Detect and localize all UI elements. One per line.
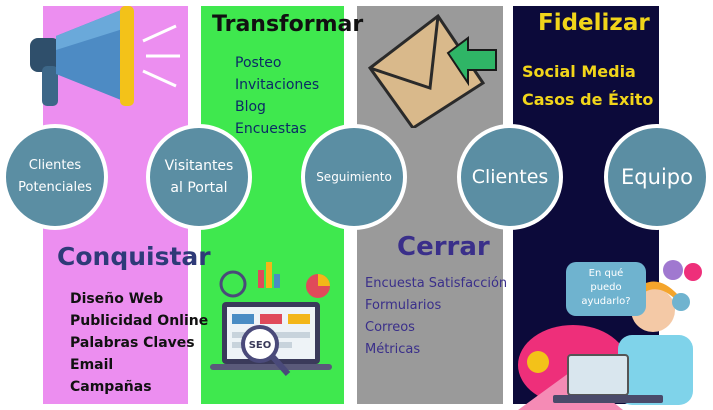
list-item: Publicidad Online xyxy=(70,313,209,329)
stage-label: al Portal xyxy=(170,180,228,196)
stage-label: Potenciales xyxy=(18,180,92,195)
list-fidelizar: Social Media Casos de Éxito xyxy=(522,58,653,114)
title-fidelizar: Fidelizar xyxy=(538,10,650,36)
title-cerrar: Cerrar xyxy=(397,232,490,262)
list-item: Palabras Claves xyxy=(70,335,195,351)
list-item: Campañas xyxy=(70,379,152,395)
megaphone-icon xyxy=(30,6,180,106)
stage-circle-clientes-potenciales: Clientes Potenciales xyxy=(2,124,108,230)
stage-circle-equipo: Equipo xyxy=(604,124,710,230)
support-agent-icon xyxy=(518,260,702,410)
list-cerrar: Encuesta Satisfacción Formularios Correo… xyxy=(365,273,507,361)
stage-label: Visitantes xyxy=(164,158,234,174)
list-item: Email xyxy=(70,357,114,373)
stage-label: Seguimiento xyxy=(316,170,392,184)
title-conquistar: Conquistar xyxy=(57,242,211,271)
seo-label: SEO xyxy=(249,340,272,351)
list-item: Formularios xyxy=(365,298,442,313)
list-item: Encuestas xyxy=(235,121,307,137)
list-item: Casos de Éxito xyxy=(522,90,654,109)
list-item: Encuesta Satisfacción xyxy=(365,276,508,291)
list-item: Posteo xyxy=(235,55,282,71)
stage-label: Equipo xyxy=(621,165,693,189)
list-transformar: Posteo Invitaciones Blog Encuestas xyxy=(235,52,319,140)
list-item: Métricas xyxy=(365,342,421,357)
seo-dashboard-icon: SEO xyxy=(210,262,332,376)
list-item: Invitaciones xyxy=(235,77,320,93)
envelope-icon xyxy=(368,13,497,128)
list-item: Blog xyxy=(235,99,266,115)
stage-circle-seguimiento: Seguimiento xyxy=(301,124,407,230)
stage-label: Clientes xyxy=(28,158,82,173)
stage-circle-visitantes: Visitantes al Portal xyxy=(146,124,252,230)
stage-circle-clientes: Clientes xyxy=(457,124,563,230)
title-transformar: Transformar xyxy=(212,12,364,37)
list-conquistar: Diseño Web Publicidad Online Palabras Cl… xyxy=(70,288,208,398)
list-item: Diseño Web xyxy=(70,291,164,307)
list-item: Social Media xyxy=(522,62,636,81)
stage-label: Clientes xyxy=(471,166,549,188)
list-item: Correos xyxy=(365,320,415,335)
